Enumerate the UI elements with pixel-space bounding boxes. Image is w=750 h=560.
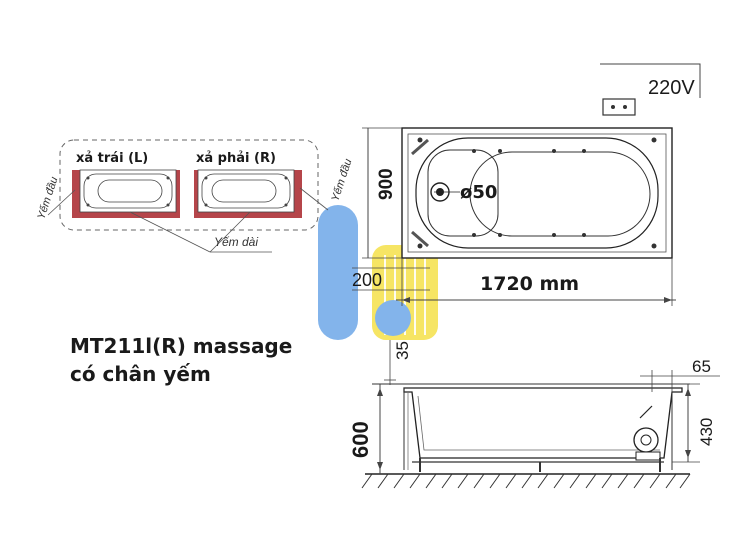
inset-side-label-left: Yếm đầu [35, 175, 60, 221]
offset-dim: 200 [352, 270, 382, 290]
power-leader [600, 63, 701, 98]
inset-left-label: xả trái (L) [76, 151, 148, 166]
inset-tub-left [72, 169, 180, 218]
gap-dim: 35 [393, 341, 412, 360]
plan-view: 220V ø50 900 200 [352, 63, 701, 306]
elevation-tub-body [403, 387, 683, 459]
inset-right-label: xả phải (R) [196, 151, 276, 166]
model-caption: MT211l(R) massage có chân yếm [70, 332, 292, 388]
rim-dim: 65 [692, 357, 711, 376]
jet-markers [417, 137, 657, 249]
handle-bottom [411, 230, 429, 248]
length-dim: 1720 mm [480, 273, 579, 295]
inset-bottom-label: Yếm dài [214, 235, 258, 249]
model-title: MT211l(R) massage [70, 334, 293, 358]
elevation-view: 35 [348, 340, 720, 489]
apron-inset: xả trái (L) xả phải (R) Yếm đầu Yếm đầu … [35, 139, 354, 253]
height-dim: 600 [348, 421, 373, 458]
handle-top [411, 138, 429, 156]
inner-dim: 430 [697, 418, 716, 446]
watermark-bar-blue [318, 205, 358, 340]
watermark-dot [375, 300, 411, 336]
floor-hatch [361, 473, 691, 489]
power-socket-icon [602, 98, 636, 116]
inset-tub-right [194, 169, 302, 218]
inset-side-label-right: Yếm đầu [329, 157, 354, 203]
power-label: 220V [648, 77, 695, 99]
model-subtitle: có chân yếm [70, 362, 211, 386]
pump-icon [633, 405, 661, 461]
width-dim: 900 [376, 168, 397, 200]
inset-frame [59, 139, 319, 231]
watermark-logo [318, 205, 438, 340]
drain-dim: ø50 [460, 182, 497, 203]
